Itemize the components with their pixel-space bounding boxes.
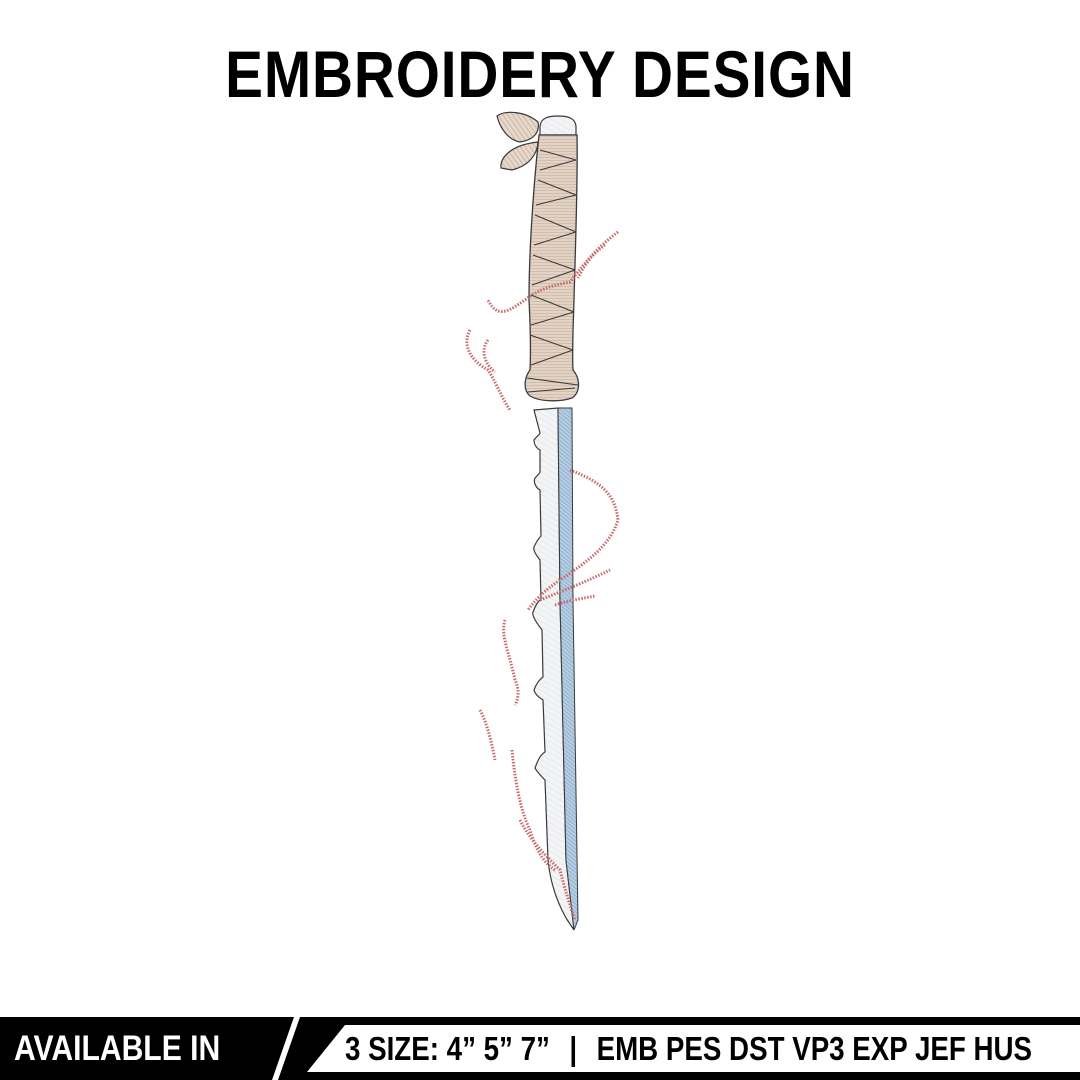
sizes-formats-line: 3 SIZE: 4” 5” 7” | EMB PES DST VP3 EXP J…: [345, 1026, 1032, 1072]
hilt-wrap-lines: [526, 149, 579, 393]
sizes-label: 3 SIZE: 4” 5” 7”: [345, 1030, 550, 1067]
available-in-label: AVAILABLE IN: [14, 1029, 221, 1068]
banner-background: [0, 1017, 1080, 1080]
blade-edge: [557, 407, 579, 931]
formats-label: EMB PES DST VP3 EXP JEF HUS: [596, 1030, 1033, 1067]
pommel-cap: [539, 115, 577, 136]
blade-body: [532, 407, 575, 931]
katana-embroidery-artwork: [465, 111, 620, 931]
flame-swirls: [465, 230, 620, 921]
availability-banner: [0, 1017, 1080, 1080]
page-title: EMBROIDERY DESIGN: [225, 37, 855, 111]
separator: |: [569, 1030, 578, 1067]
leaf-tassel-icon: [496, 111, 539, 171]
